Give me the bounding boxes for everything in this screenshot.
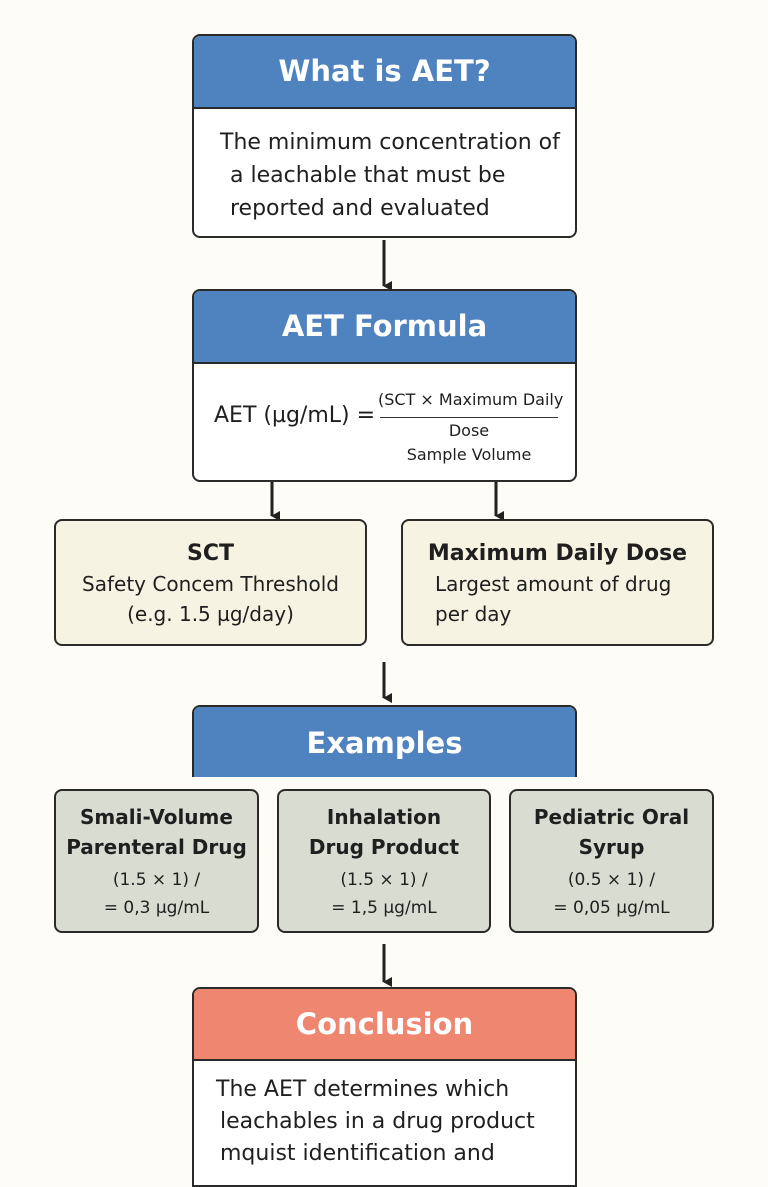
- connector-arrows: [270, 240, 504, 987]
- example-result: = 0,05 µg/mL: [553, 898, 670, 918]
- conclusion-title: Conclusion: [194, 989, 575, 1061]
- what-is-aet-title: What is AET?: [194, 36, 575, 109]
- formula-expression: AET (µg/mL) = (SCT × Maximum Daily Dose …: [194, 364, 575, 480]
- max-daily-dose-title: Maximum Daily Dose: [427, 541, 688, 566]
- conclusion-box: Conclusion The AET determines which leac…: [192, 987, 577, 1187]
- conclusion-line-2: leachables in a drug product: [220, 1109, 535, 1134]
- max-daily-dose-line-1: Largest amount of drug: [435, 572, 672, 596]
- examples-title: Examples: [194, 707, 575, 777]
- definition-line-3: reported and evaluated: [230, 196, 490, 221]
- example-name-line-1: Pediatric Oral: [533, 805, 690, 829]
- example-calc-line-1: (0.5 × 1) /: [567, 870, 656, 890]
- example-card: Pediatric Oral Syrup (0.5 × 1) / = 0,05 …: [509, 789, 714, 933]
- what-is-aet-definition: The minimum concentration of a leachable…: [194, 109, 575, 225]
- fraction-bar: [380, 417, 558, 418]
- aet-formula-box: AET Formula AET (µg/mL) = (SCT × Maximum…: [192, 289, 577, 482]
- formula-numerator: (SCT × Maximum Daily: [378, 390, 564, 409]
- formula-denominator-volume: Sample Volume: [406, 445, 532, 464]
- example-name-line-2: Syrup: [578, 835, 645, 859]
- max-daily-dose-line-2: per day: [435, 602, 512, 626]
- example-name-line-2: Drug Product: [308, 835, 460, 859]
- example-result: = 0,3 µg/mL: [103, 898, 210, 918]
- formula-lhs: AET (µg/mL) =: [214, 403, 376, 428]
- formula-denominator-dose: Dose: [448, 421, 490, 440]
- example-result: = 1,5 µg/mL: [331, 898, 437, 918]
- example-calc-line-1: (1.5 × 1) /: [340, 870, 428, 890]
- conclusion-text: The AET determines which leachables in a…: [194, 1061, 575, 1170]
- sct-title: SCT: [187, 541, 234, 566]
- what-is-aet-box: What is AET? The minimum concentration o…: [192, 34, 577, 238]
- example-card: Smali-Volume Parenteral Drug (1.5 × 1) /…: [54, 789, 259, 933]
- example-name-line-1: Smali-Volume: [80, 805, 233, 829]
- conclusion-line-1: The AET determines which: [216, 1077, 510, 1102]
- sct-example: (e.g. 1.5 µg/day): [127, 602, 294, 626]
- example-name-line-1: Inhalation: [326, 805, 442, 829]
- sct-card: SCT Safety Concem Threshold (e.g. 1.5 µg…: [54, 519, 367, 646]
- definition-line-2: a leachable that must be: [230, 163, 506, 188]
- example-card: Inhalation Drug Product (1.5 × 1) / = 1,…: [277, 789, 491, 933]
- aet-formula-title: AET Formula: [194, 291, 575, 364]
- conclusion-line-3: mquist identification and: [220, 1141, 495, 1166]
- example-calc-line-1: (1.5 × 1) /: [112, 870, 201, 890]
- definition-line-1: The minimum concentration of: [220, 130, 560, 155]
- examples-header: Examples: [192, 705, 577, 777]
- max-daily-dose-card: Maximum Daily Dose Largest amount of dru…: [401, 519, 714, 646]
- example-name-line-2: Parenteral Drug: [66, 835, 247, 859]
- sct-description: Safety Concem Threshold: [82, 572, 339, 596]
